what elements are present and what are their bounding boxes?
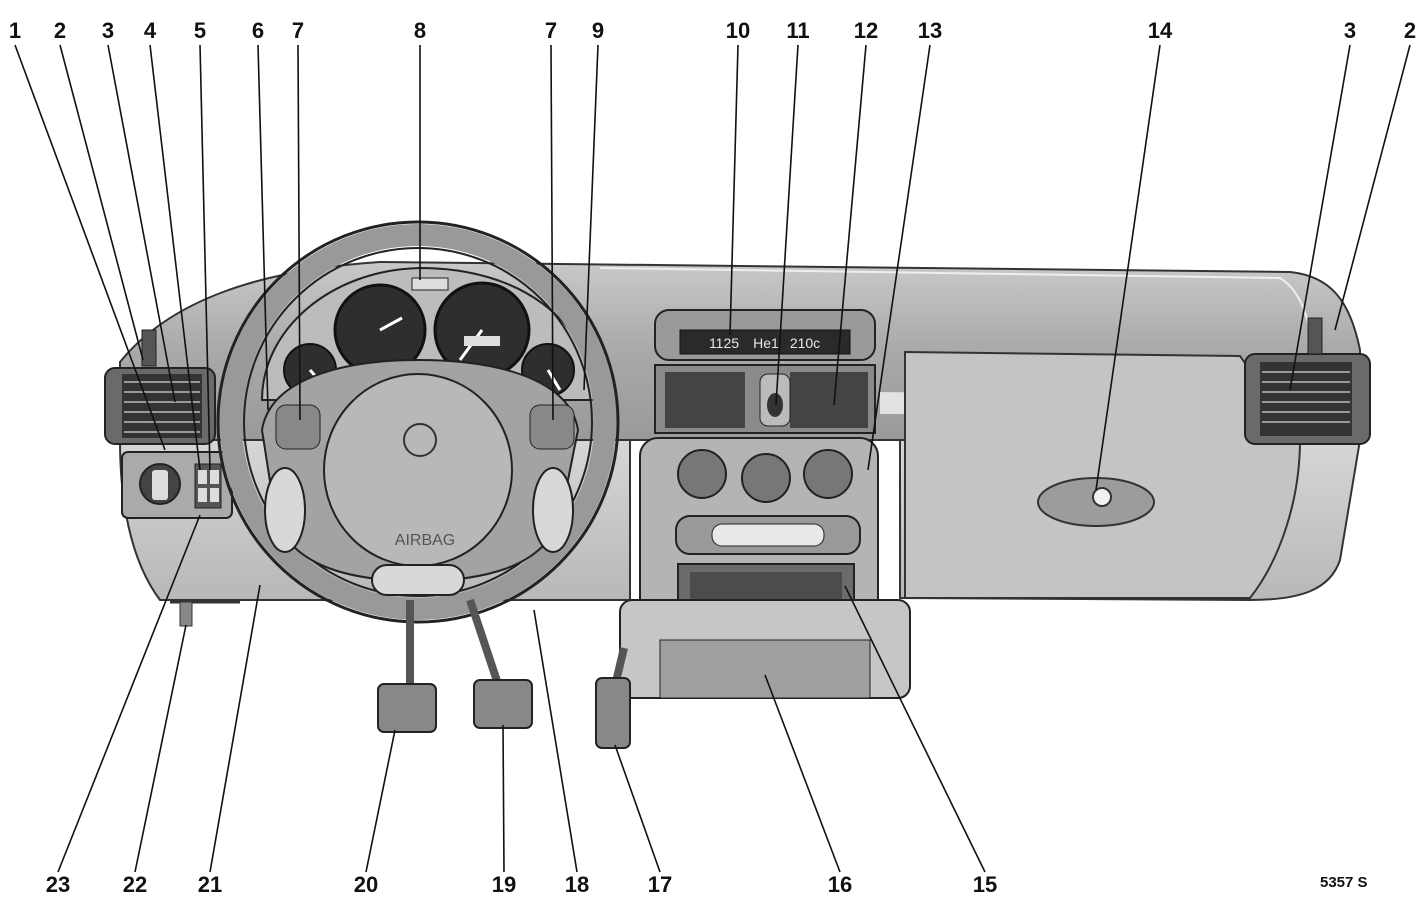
left-vent — [104, 329, 216, 445]
callout-label-22: 22 — [122, 872, 148, 897]
callout-label-13: 13 — [917, 18, 943, 43]
callout-label-19: 19 — [491, 872, 517, 897]
callout-label-7b: 7 — [544, 18, 558, 43]
right-vent — [1244, 317, 1371, 445]
radio-display: He1 — [753, 335, 779, 351]
light-switch-panel — [121, 451, 233, 519]
callout-label-20: 20 — [353, 872, 379, 897]
callout-label-21: 21 — [197, 872, 223, 897]
callout-label-8: 8 — [413, 18, 427, 43]
leader-lines — [14, 44, 1411, 873]
callout-label-18: 18 — [564, 872, 590, 897]
figure-code: 5357 S — [1320, 874, 1368, 891]
callout-label-3: 3 — [101, 18, 115, 43]
glove-box — [904, 350, 1302, 599]
callout-label-10: 10 — [725, 18, 751, 43]
callout-label-12: 12 — [853, 18, 879, 43]
center-console — [619, 309, 911, 699]
callout-label-7: 7 — [291, 18, 305, 43]
callout-label-2: 2 — [53, 18, 67, 43]
airbag-text: AIRBAG — [395, 532, 455, 549]
callout-label-2b: 2 — [1403, 18, 1417, 43]
callout-label-16: 16 — [827, 872, 853, 897]
callout-label-1: 1 — [8, 18, 22, 43]
steering-wheel — [216, 220, 620, 624]
callout-label-4: 4 — [143, 18, 157, 43]
callout-label-11: 11 — [786, 18, 810, 43]
callout-label-3b: 3 — [1343, 18, 1357, 43]
callout-label-9: 9 — [591, 18, 605, 43]
callout-label-15: 15 — [972, 872, 998, 897]
callout-label-14: 14 — [1147, 18, 1173, 43]
callout-label-5: 5 — [193, 18, 207, 43]
clock-display: 1125 — [709, 335, 739, 351]
callout-label-17: 17 — [647, 872, 673, 897]
pedals — [377, 598, 631, 749]
callout-label-23: 23 — [45, 872, 71, 897]
temp-display: 210c — [790, 335, 820, 351]
callout-label-6: 6 — [251, 18, 265, 43]
